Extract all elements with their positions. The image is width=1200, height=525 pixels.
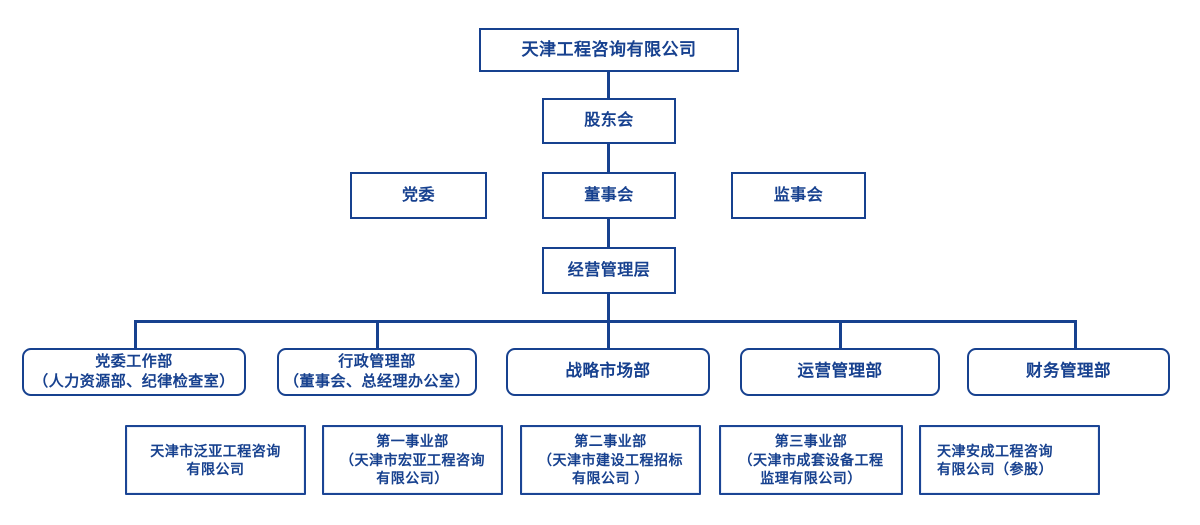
node-dept-finance[interactable]: 财务管理部 (967, 348, 1170, 396)
connector-bus-to-dept-party-work (134, 320, 137, 348)
node-dept-administration[interactable]: 行政管理部 （董事会、总经理办公室） (277, 348, 477, 396)
node-party-committee[interactable]: 党委 (350, 172, 487, 219)
connector-company-to-shareholders (607, 70, 610, 98)
connector-board-to-management (607, 219, 610, 247)
node-sub-division-3[interactable]: 第三事业部 （天津市成套设备工程 监理有限公司） (719, 425, 903, 495)
connector-shareholders-to-board (607, 144, 610, 172)
node-shareholders[interactable]: 股东会 (542, 98, 676, 144)
connector-department-bus (134, 320, 1077, 323)
connector-bus-to-dept-operations (839, 320, 842, 348)
connector-management-to-bus (607, 294, 610, 322)
connector-bus-to-dept-administration (376, 320, 379, 348)
node-sub-division-1[interactable]: 第一事业部 （天津市宏亚工程咨询 有限公司） (322, 425, 503, 495)
connector-bus-to-dept-finance (1074, 320, 1077, 348)
node-sub-ancheng[interactable]: 天津安成工程咨询 有限公司（参股） (919, 425, 1100, 495)
connector-bus-to-dept-strategy-market (607, 320, 610, 348)
node-board-of-supervisors[interactable]: 监事会 (731, 172, 866, 219)
node-dept-operations[interactable]: 运营管理部 (740, 348, 940, 396)
node-company[interactable]: 天津工程咨询有限公司 (479, 28, 739, 72)
node-management-layer[interactable]: 经营管理层 (542, 247, 676, 294)
node-sub-fanya[interactable]: 天津市泛亚工程咨询 有限公司 (125, 425, 306, 495)
node-dept-strategy-market[interactable]: 战略市场部 (506, 348, 710, 396)
node-sub-division-2[interactable]: 第二事业部 （天津市建设工程招标 有限公司 ） (520, 425, 701, 495)
node-dept-party-work[interactable]: 党委工作部 （人力资源部、纪律检查室） (22, 348, 246, 396)
node-board-of-directors[interactable]: 董事会 (542, 172, 676, 219)
